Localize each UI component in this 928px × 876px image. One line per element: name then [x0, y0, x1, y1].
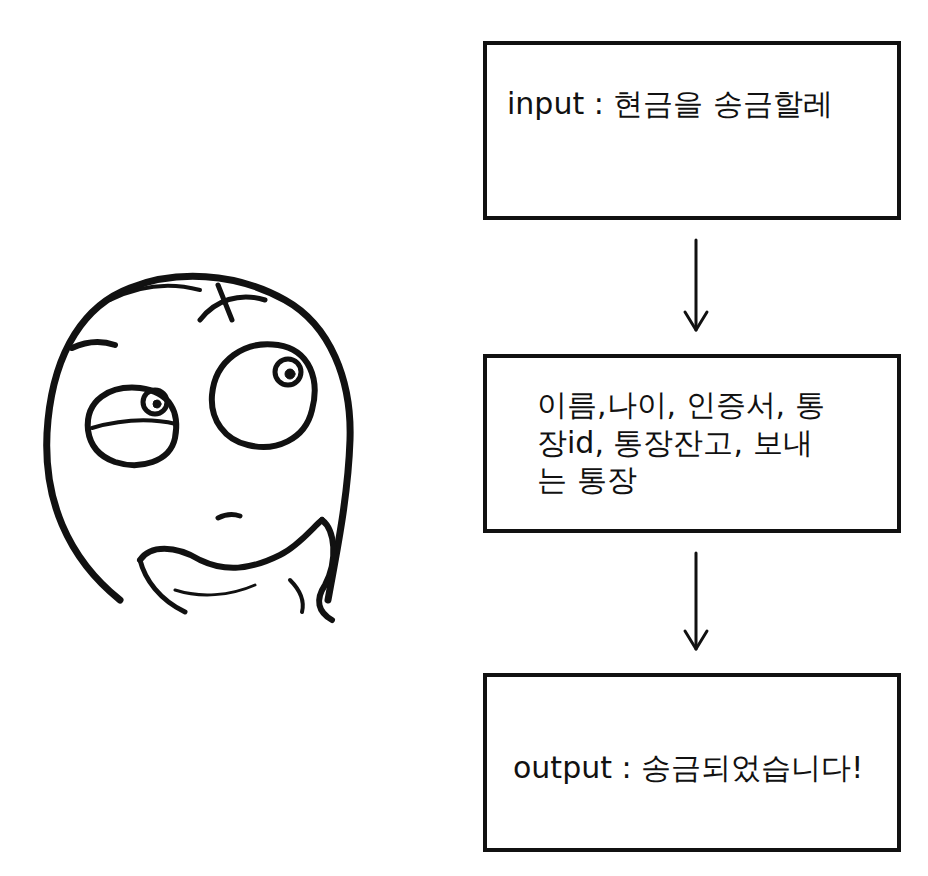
- process-box: 이름,나이, 인증서, 통장id, 통장잔고, 보내는 통장: [483, 354, 901, 533]
- box-text: input : 현금을 송금할레: [507, 85, 887, 123]
- process-box: output : 송금되었습니다!: [483, 673, 901, 852]
- flow-arrow: [685, 553, 707, 649]
- box-text: 이름,나이, 인증서, 통장id, 통장잔고, 보내는 통장: [537, 386, 837, 499]
- box-text: output : 송금되었습니다!: [513, 749, 889, 787]
- flow-arrow: [685, 240, 707, 330]
- process-box: input : 현금을 송금할레: [483, 41, 901, 220]
